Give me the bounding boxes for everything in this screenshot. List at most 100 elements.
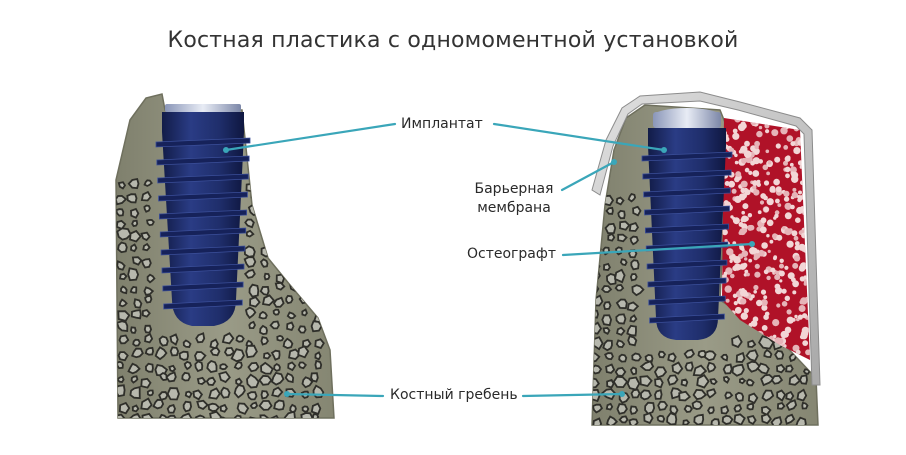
trabecular-cavity: [627, 192, 637, 203]
graft-granule: [784, 228, 792, 236]
leader-graft: [561, 242, 754, 257]
graft-granule: [794, 314, 798, 319]
graft-granule: [767, 249, 771, 253]
trabecular-cavity: [313, 282, 323, 292]
trabecular-cavity: [311, 413, 320, 418]
implant-thread: [156, 155, 250, 166]
trabecular-cavity: [693, 413, 705, 425]
trabecular-cavity: [297, 345, 310, 359]
trabecular-cavity: [301, 287, 310, 297]
trabecular-cavity: [166, 404, 176, 414]
graft-granule: [764, 311, 770, 317]
graft-granule: [760, 217, 767, 224]
trabecular-cavity: [297, 325, 307, 334]
graft-granule: [729, 259, 733, 263]
graft-granule: [802, 313, 808, 319]
trabecular-cavity: [158, 391, 169, 401]
trabecular-cavity: [208, 387, 221, 400]
graft-granule: [758, 159, 763, 164]
implant-thread: [163, 299, 243, 310]
graft-granule: [778, 270, 785, 277]
trabecular-cavity: [745, 349, 759, 362]
implant-thread: [647, 277, 727, 288]
trabecular-cavity: [127, 177, 140, 190]
graft-granule: [794, 245, 800, 251]
trabecular-cavity: [709, 378, 718, 386]
trabecular-cavity: [313, 192, 323, 201]
graft-granule: [761, 325, 768, 331]
trabecular-cavity: [657, 400, 669, 411]
trabecular-cavity: [195, 414, 207, 418]
graft-granule: [793, 235, 799, 241]
trabecular-cavity: [230, 348, 245, 363]
trabecular-cavity: [796, 388, 808, 402]
graft-granule: [776, 234, 783, 241]
trabecular-cavity: [603, 301, 612, 311]
trabecular-cavity: [296, 178, 308, 191]
graft-granule: [734, 195, 742, 203]
graft-granule: [773, 178, 780, 186]
trabecular-cavity: [613, 268, 626, 284]
trabecular-cavity: [192, 389, 204, 401]
trabecular-cavity: [656, 414, 666, 423]
graft-granule: [779, 279, 783, 283]
graft-granule: [741, 210, 745, 215]
trabecular-cavity: [284, 232, 298, 246]
label-barrier-membrane: Барьерная мембрана: [466, 180, 562, 218]
graft-granule: [743, 308, 749, 314]
trabecular-cavity: [774, 350, 785, 360]
leader-endpoints: [223, 147, 755, 397]
trabecular-cavity: [639, 375, 653, 388]
trabecular-cavity: [284, 372, 295, 384]
trabecular-cavity: [601, 314, 613, 327]
graft-granule: [792, 280, 799, 288]
graft-granule: [784, 295, 790, 301]
implant-thread: [644, 223, 730, 234]
trabecular-cavity: [273, 399, 285, 411]
trabecular-cavity: [120, 285, 128, 295]
trabecular-cavity: [248, 283, 260, 298]
trabecular-cavity: [116, 360, 124, 370]
trabecular-cavity: [209, 346, 221, 357]
trabecular-cavity: [249, 401, 259, 410]
trabecular-cavity: [619, 258, 628, 267]
trabecular-cavity: [184, 390, 193, 399]
leader-ridge-left: [285, 392, 385, 398]
graft-granule: [784, 326, 792, 334]
graft-granule: [785, 173, 790, 179]
trabecular-cavity: [259, 205, 270, 216]
trabecular-cavity: [747, 392, 759, 405]
trabecular-cavity: [617, 209, 626, 220]
graft-granule: [795, 349, 801, 355]
trabecular-cavity: [592, 193, 603, 205]
trabecular-cavity: [146, 389, 154, 397]
graft-granule: [754, 271, 761, 278]
trabecular-cavity: [314, 359, 323, 370]
trabecular-cavity: [683, 348, 695, 359]
trabecular-cavity: [756, 362, 770, 375]
trabecular-cavity: [219, 363, 229, 371]
trabecular-cavity: [632, 205, 642, 217]
leader-membrane: [560, 160, 616, 192]
graft-granule: [735, 171, 742, 178]
trabecular-cavity: [243, 245, 256, 258]
trabecular-cavity: [126, 193, 138, 204]
trabecular-cavity: [615, 196, 625, 206]
graft-granule: [774, 283, 781, 290]
implant-thread: [641, 151, 733, 162]
graft-granule: [786, 309, 792, 315]
trabecular-cavity: [629, 405, 639, 415]
graft-granule: [780, 127, 788, 135]
trabecular-cavity: [233, 361, 243, 370]
trabecular-cavity: [602, 339, 613, 352]
graft-granule: [783, 145, 789, 150]
graft-granule: [790, 204, 795, 210]
trabecular-cavity: [221, 332, 235, 345]
trabecular-cavity: [310, 232, 322, 245]
trabecular-cavity: [605, 273, 617, 286]
trabecular-cavity: [697, 350, 707, 359]
graft-granule: [782, 226, 786, 230]
trabecular-cavity: [692, 364, 708, 377]
graft-granule: [802, 211, 806, 215]
